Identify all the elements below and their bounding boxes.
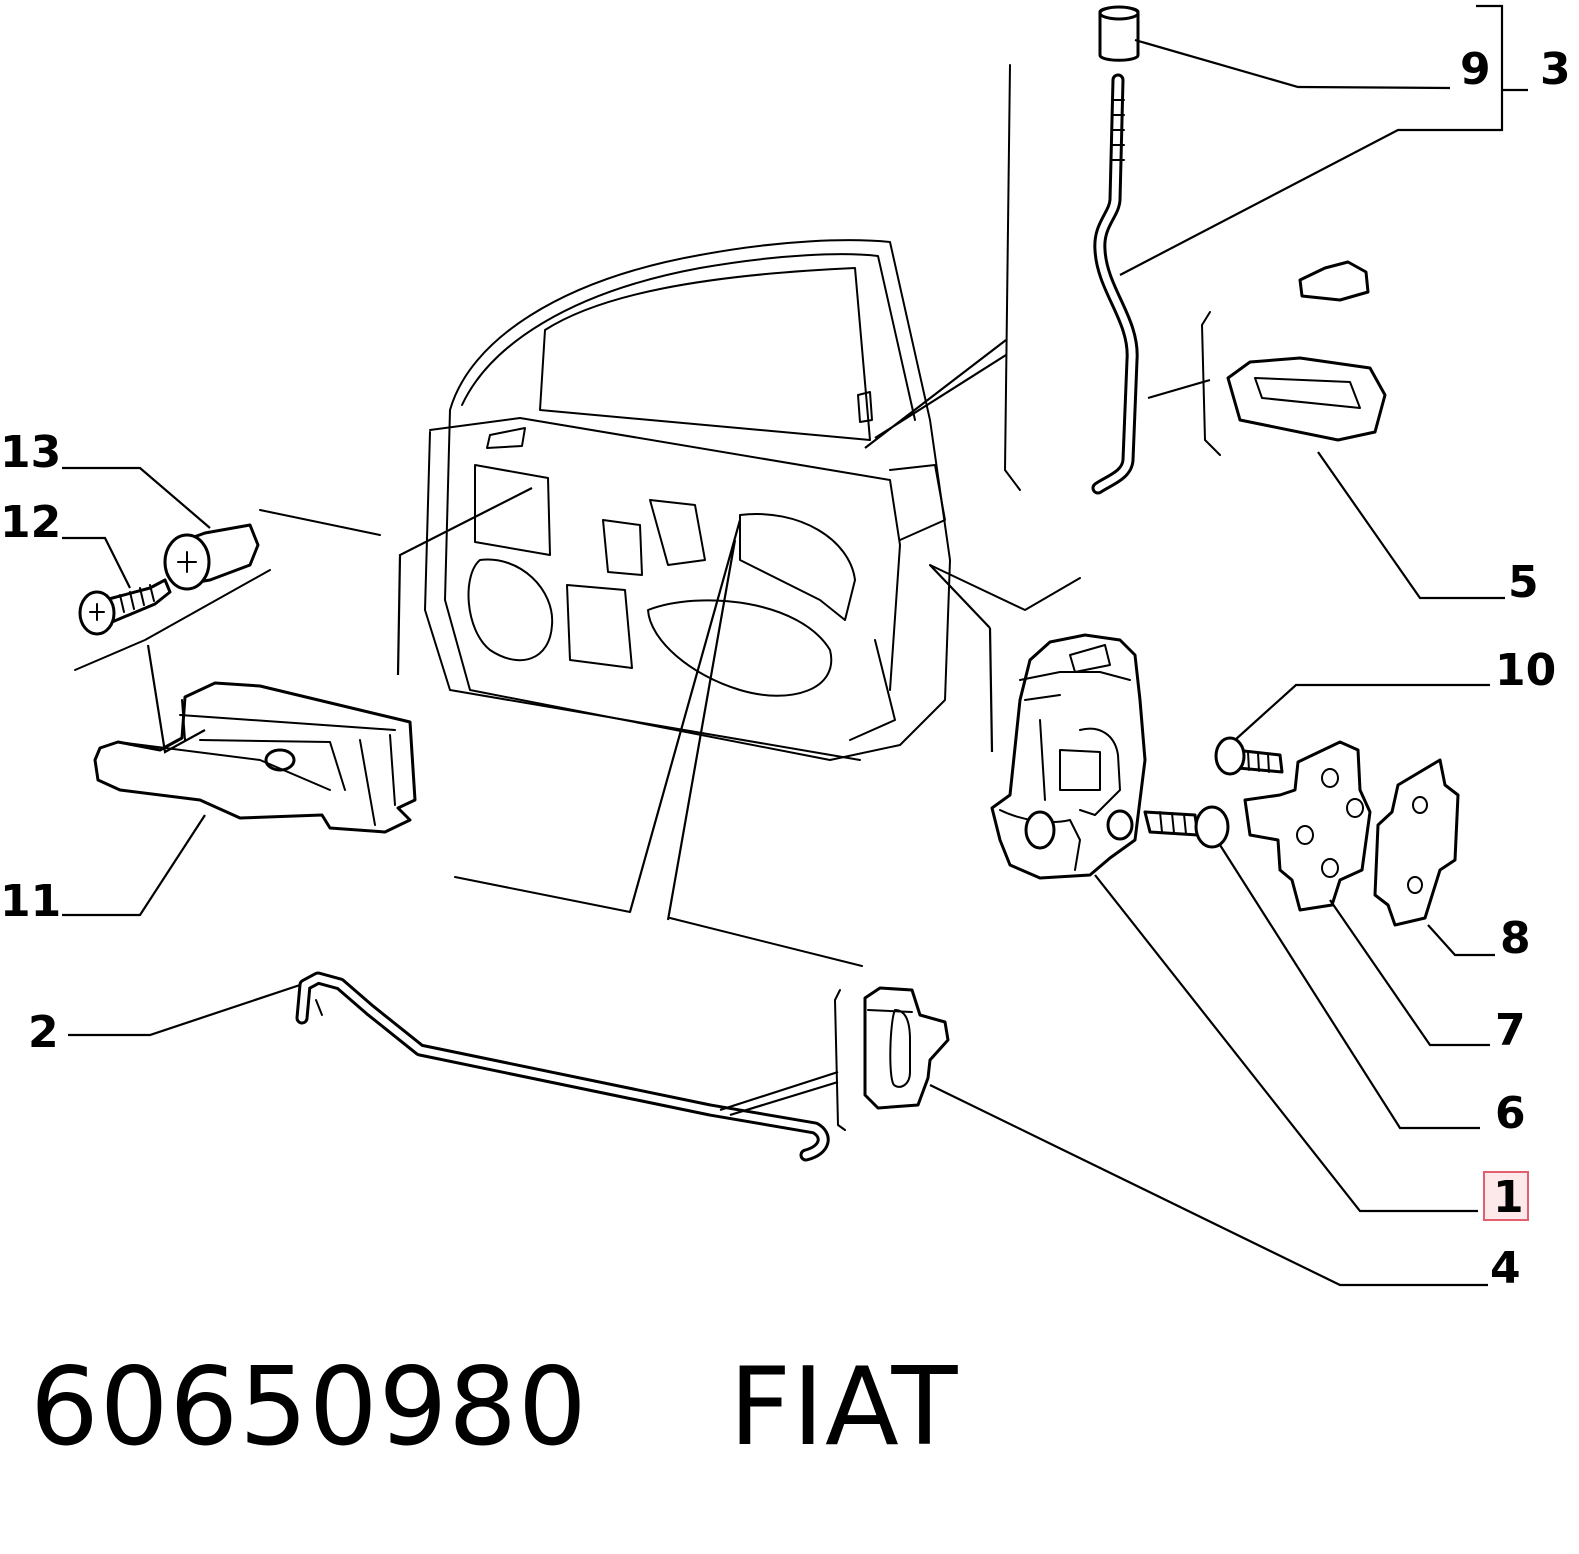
callout-2: 2: [28, 1007, 59, 1058]
callout-8: 8: [1500, 913, 1531, 964]
callout-7: 7: [1495, 1005, 1526, 1056]
brand-name: FIAT: [729, 1345, 959, 1470]
part-11-inner-handle: [93, 681, 417, 834]
part-12-screw: [78, 578, 172, 636]
door-frame: [424, 239, 951, 761]
part-2-control-rod: [295, 971, 830, 1162]
part-3-lock-rod: [1091, 73, 1139, 495]
callout-1-highlight: [1483, 1171, 1529, 1221]
callout-9: 9: [1460, 44, 1491, 95]
callout-5: 5: [1508, 557, 1539, 608]
part-4-rod-clip: [863, 986, 950, 1110]
callout-6: 6: [1495, 1088, 1526, 1139]
callout-12: 12: [0, 497, 61, 548]
part-number: 60650980: [30, 1345, 588, 1470]
part-8-shim: [1373, 758, 1460, 927]
callouts: 1 2 3 4 5 6 7 8 9 10 11 12 13: [0, 44, 1571, 1294]
part-6-bolt: [1143, 805, 1230, 849]
callout-3: 3: [1540, 44, 1571, 95]
leader-lines: [62, 4, 1528, 1287]
callout-13: 13: [0, 427, 61, 478]
part-13-plastic-plug: [163, 523, 260, 591]
part-5-rod-clip: [1226, 260, 1387, 442]
reference-lines: [74, 64, 1221, 1131]
callout-10: 10: [1495, 645, 1556, 696]
callout-11: 11: [0, 876, 61, 927]
part-10-screw: [1214, 736, 1284, 776]
part-9-bushing: [1098, 5, 1140, 62]
callout-4: 4: [1490, 1243, 1521, 1294]
callout-1: 1: [1493, 1172, 1524, 1223]
part-caption: 60650980 FIAT: [30, 1345, 958, 1470]
part-7-striker: [1243, 740, 1372, 912]
part-1-door-lock: [990, 633, 1147, 880]
